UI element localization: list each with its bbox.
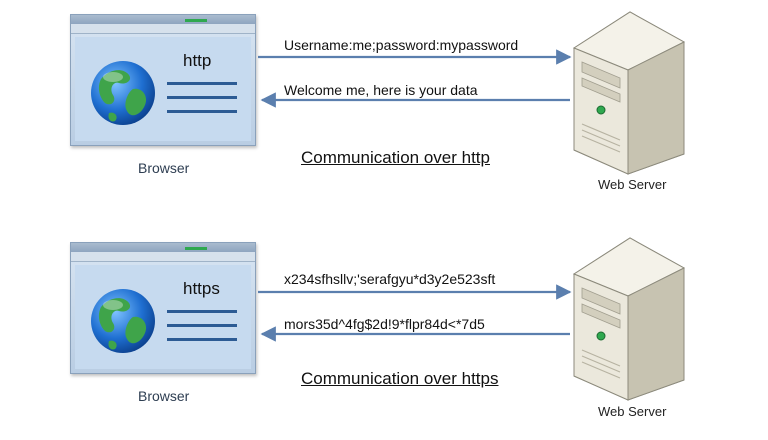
globe-icon (91, 289, 155, 353)
browser-caption: Browser (138, 388, 190, 404)
browser-titlebar (71, 15, 255, 24)
content-line (167, 324, 237, 327)
browser-tabbar (71, 24, 255, 34)
web-server-icon (572, 237, 686, 401)
https-panel: https Browser x234sfhsllv;'serafgyu*d3y2… (0, 228, 768, 440)
web-server-icon (572, 11, 686, 175)
request-message: x234sfhsllv;'serafgyu*d3y2e523sft (284, 271, 496, 287)
globe-icon (91, 61, 155, 125)
browser-content: http (75, 37, 251, 141)
browser-progress-indicator (185, 19, 207, 22)
content-line (167, 310, 237, 313)
browser-window-icon: http (70, 14, 256, 146)
content-line (167, 110, 237, 113)
browser-progress-indicator (185, 247, 207, 250)
content-line (167, 82, 237, 85)
request-message: Username:me;password:mypassword (284, 37, 519, 53)
arrows (258, 49, 572, 108)
server-caption: Web Server (598, 177, 667, 192)
browser-protocol-label: http (183, 51, 212, 70)
browser-tabbar (71, 252, 255, 262)
content-line (167, 338, 237, 341)
browser-protocol-label: https (183, 279, 220, 298)
browser-titlebar (71, 243, 255, 252)
communication-title: Communication over http (301, 148, 490, 167)
http-panel: http Browser Username:me;password:mypass… (0, 0, 768, 212)
arrows (258, 284, 572, 342)
browser-caption: Browser (138, 160, 190, 176)
response-message: mors35d^4fg$2d!9*flpr84d<*7d5 (284, 316, 485, 332)
server-caption: Web Server (598, 404, 667, 419)
diagram: http Browser Username:me;password:mypass… (0, 0, 768, 419)
browser-content: https (75, 265, 251, 369)
browser-window-icon: https (70, 242, 256, 374)
content-line (167, 96, 237, 99)
response-message: Welcome me, here is your data (284, 82, 478, 98)
communication-title: Communication over https (301, 369, 499, 388)
